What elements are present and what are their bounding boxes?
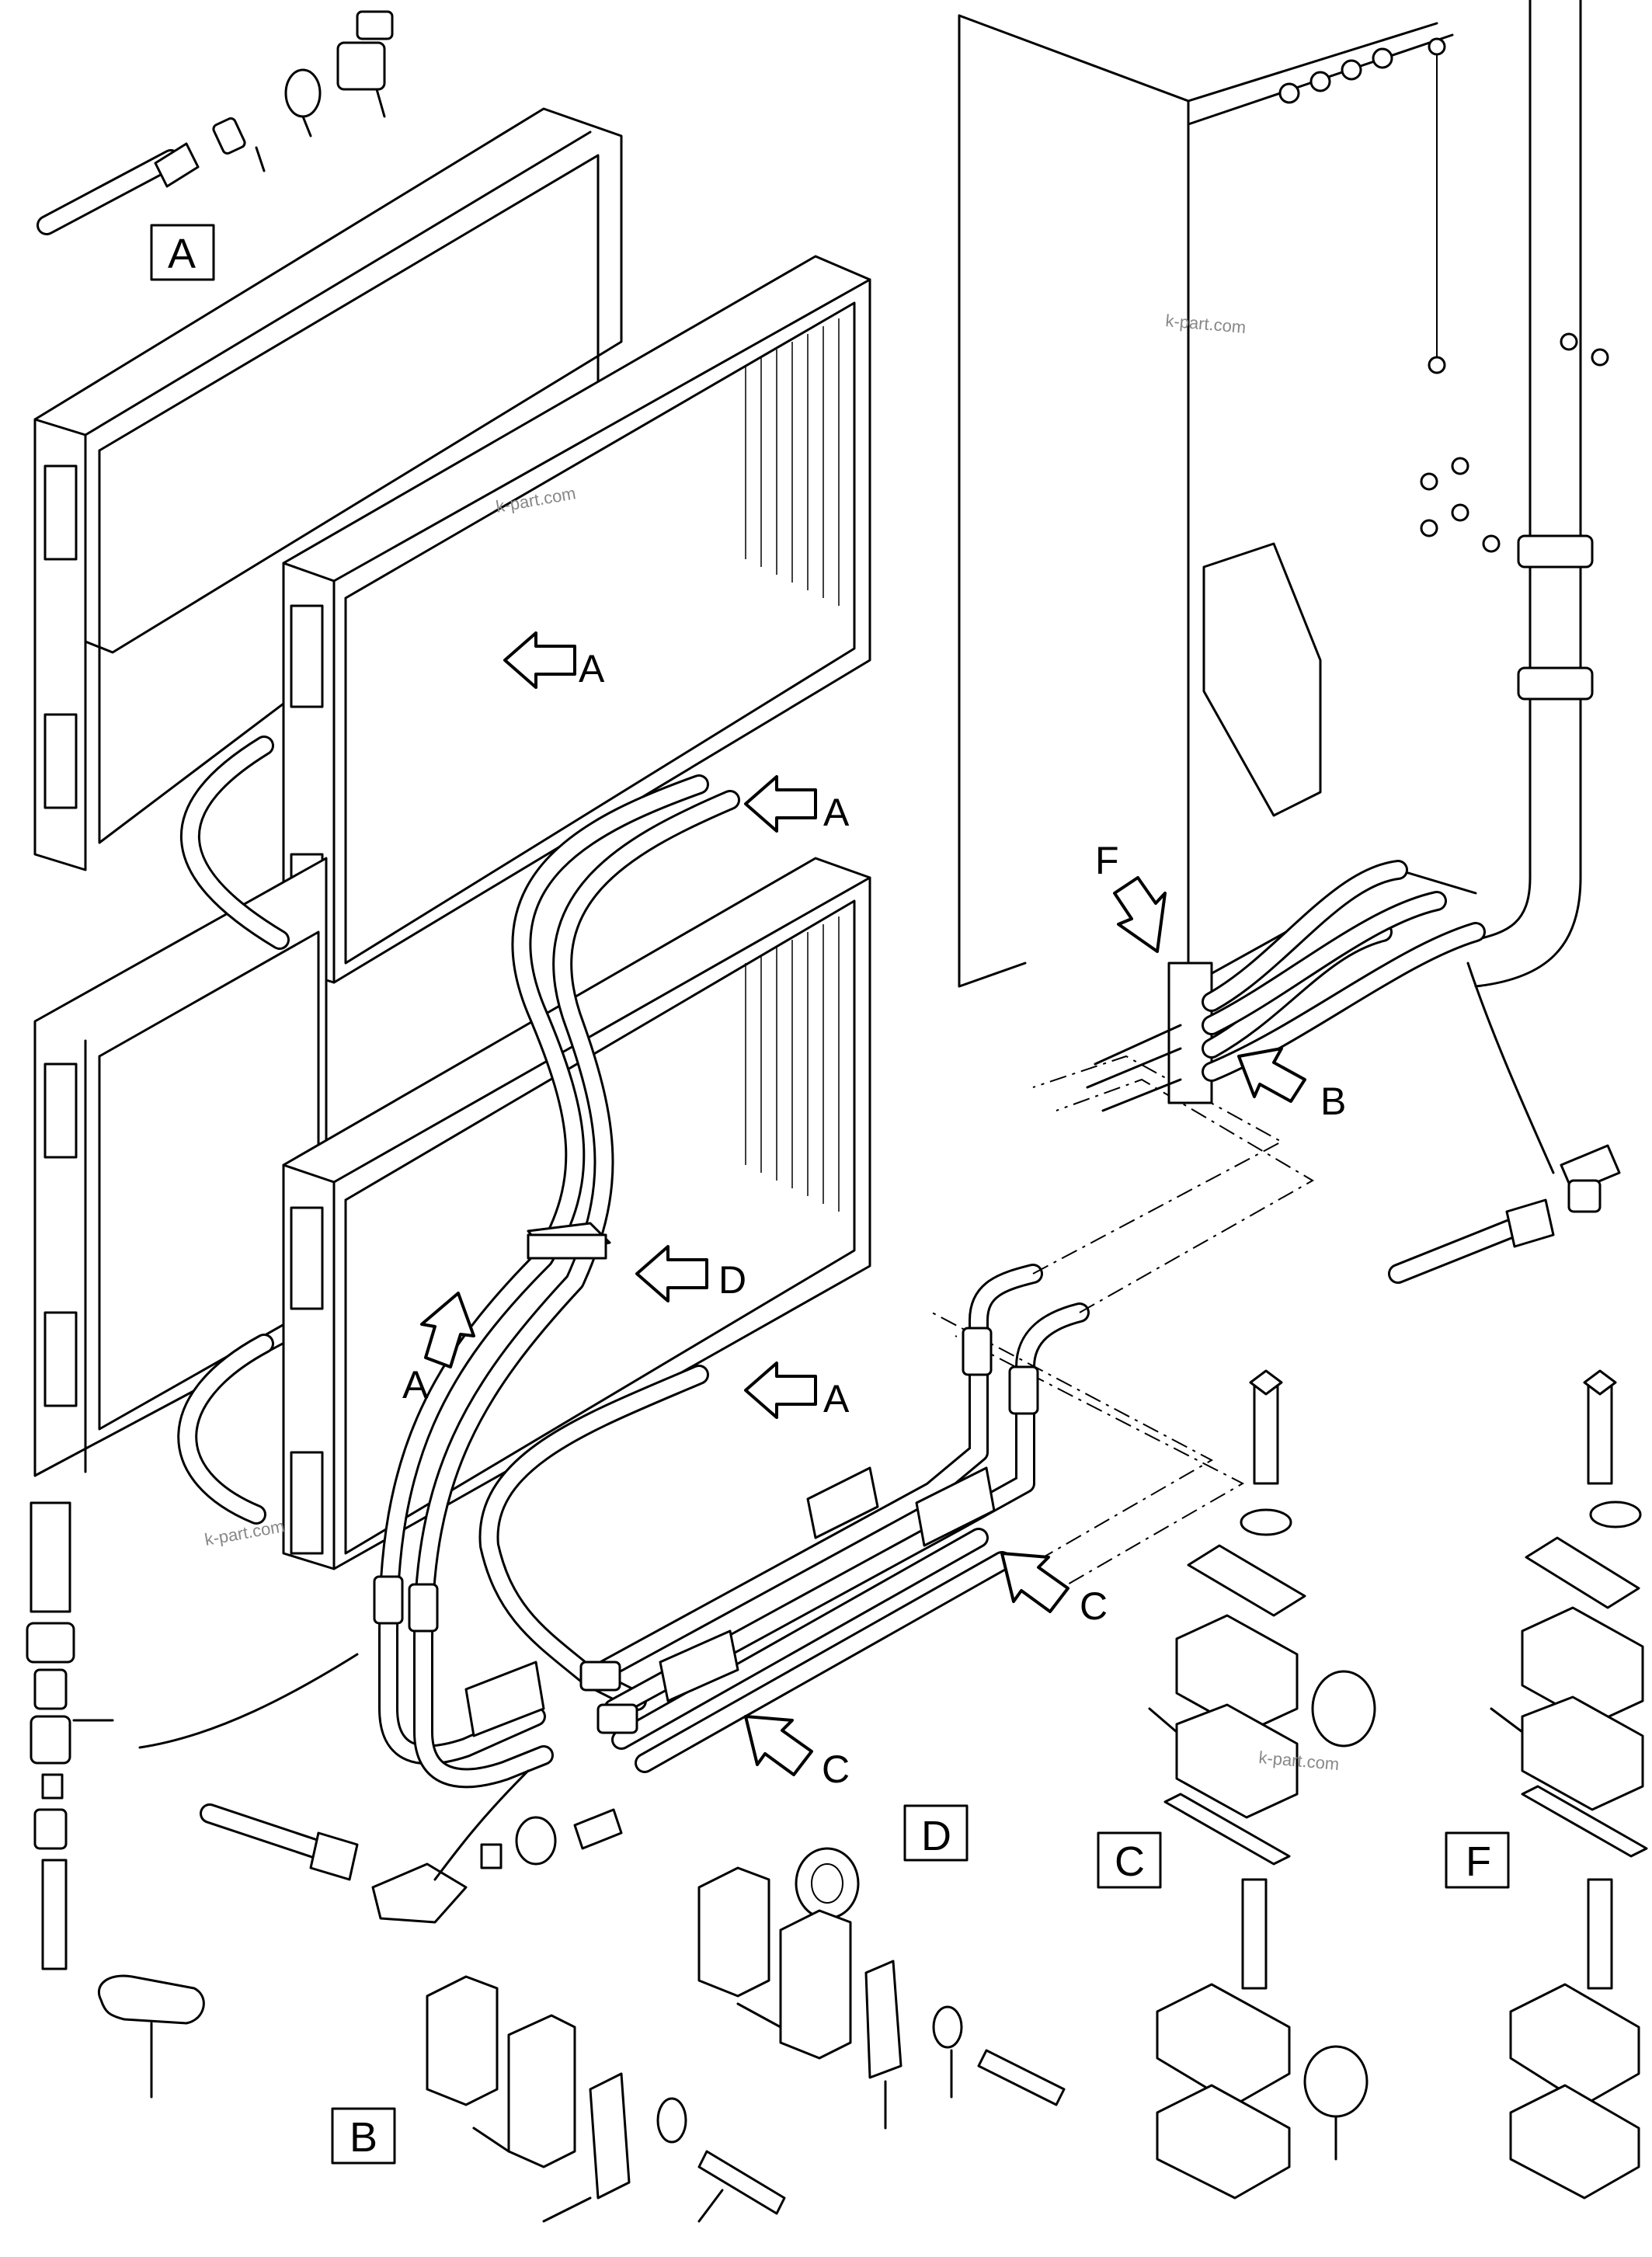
watermark-2: k-part.com — [1165, 311, 1247, 337]
detail-box-a-label: A — [168, 231, 196, 277]
callout-a-4: A — [402, 1363, 429, 1407]
detail-d-parts — [697, 1847, 1066, 2130]
detail-box-d-label: D — [921, 1813, 951, 1859]
cooler-fins-upper — [745, 318, 840, 606]
hydraulic-tank — [958, 0, 1609, 1104]
callout-d: D — [718, 1258, 746, 1302]
callout-c-2: C — [822, 1748, 850, 1791]
callout-b: B — [1320, 1080, 1346, 1123]
main-hose-set — [378, 774, 1090, 1789]
cooler-lower-front — [282, 857, 871, 1570]
detail-a-fittings — [37, 10, 394, 235]
hose-fittings — [373, 1327, 1039, 1734]
detail-box-f — [1445, 1831, 1510, 1889]
detail-right-hose-fitting — [1388, 962, 1621, 1284]
detail-box-a — [150, 224, 215, 281]
detail-box-f-label: F — [1466, 1838, 1491, 1885]
callout-a-2: A — [823, 791, 850, 834]
detail-vertical-fitting-stack — [26, 1501, 359, 2099]
callout-arrows — [420, 631, 1306, 1776]
detail-box-c-label: C — [1115, 1838, 1145, 1885]
cooler-upper-front — [282, 255, 871, 984]
hose-clamps — [464, 1222, 996, 1737]
detail-box-b — [331, 2107, 396, 2165]
callout-f: F — [1095, 839, 1119, 882]
detail-box-c — [1097, 1831, 1162, 1889]
callout-a-3: A — [823, 1377, 850, 1421]
callout-a-1: A — [579, 647, 605, 690]
detail-box-d — [903, 1804, 969, 1862]
cooler-fins-lower — [745, 916, 840, 1212]
callout-c-1: C — [1080, 1584, 1108, 1628]
watermark-3: k-part.com — [203, 1516, 287, 1549]
detail-f-parts — [1490, 1369, 1648, 2200]
detail-c-parts — [1148, 1369, 1376, 2200]
detail-box-b-label: B — [350, 2114, 377, 2161]
tank-outlet-hoses — [1086, 860, 1486, 1112]
detail-b-parts — [200, 1769, 786, 2223]
cooler-upper-rear — [33, 107, 623, 871]
